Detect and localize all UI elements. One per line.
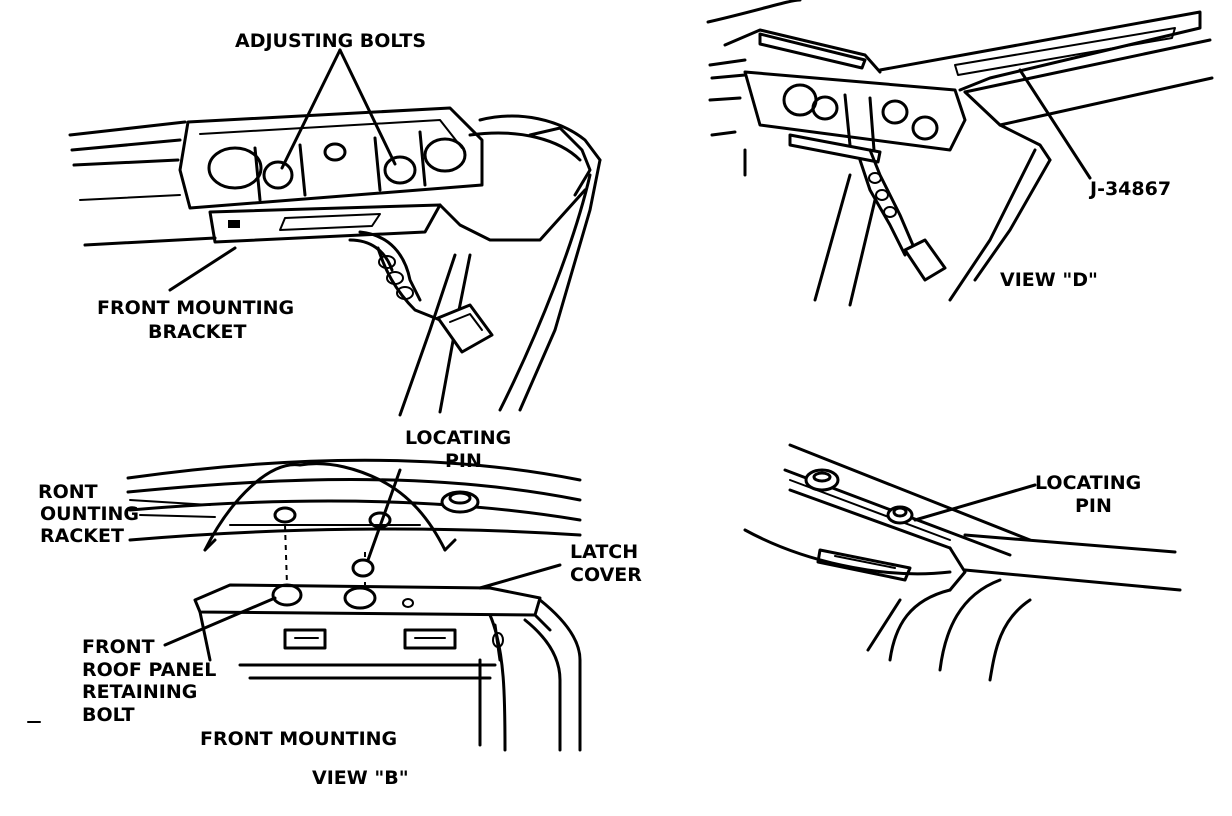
view-d-label: VIEW "D" [1000,269,1098,291]
front-roof-panel-retaining-bolt-label: FRONT ROOF PANEL RETAINING BOLT [82,636,223,726]
view-b-illustration [27,458,582,752]
front-mounting-bracket-cut-line3: RACKET [40,525,124,547]
front-mounting-bracket-label: FRONT MOUNTING BRACKET [97,297,301,343]
top-left-illustration [68,48,602,417]
locating-pin-center-line1: LOCATING [405,427,511,449]
retaining-bolt-line4: BOLT [82,704,135,726]
retaining-bolt-line3: RETAINING [82,681,197,703]
front-mounting-bracket-line2: BRACKET [148,321,246,343]
locating-pin-right-line1: LOCATING [1035,472,1141,494]
front-mounting-bracket-cut-label: RONT OUNTING RACKET [38,481,146,547]
locating-pin-detail [743,443,1182,682]
view-b-label: VIEW "B" [312,767,409,789]
locating-pin-right-line2: PIN [1075,495,1112,517]
front-mounting-label: FRONT MOUNTING [200,728,397,750]
view-d-illustration [706,0,1214,307]
front-mounting-bracket-cut-line1: RONT [38,481,98,503]
adjusting-bolts-label: ADJUSTING BOLTS [235,30,426,52]
front-mounting-bracket-cut-line2: OUNTING [40,503,139,525]
locating-pin-right-label: LOCATING PIN [1035,472,1148,517]
locating-pin-center-label: LOCATING PIN [405,427,518,472]
tool-number-label: J-34867 [1088,178,1171,200]
latch-cover-label: LATCH COVER [570,541,645,586]
retaining-bolt-line1: FRONT [82,636,155,658]
latch-cover-line1: LATCH [570,541,638,563]
latch-cover-line2: COVER [570,564,642,586]
locating-pin-center-line2: PIN [445,450,482,472]
front-mounting-bracket-line1: FRONT MOUNTING [97,297,294,319]
retaining-bolt-line2: ROOF PANEL [82,659,216,681]
